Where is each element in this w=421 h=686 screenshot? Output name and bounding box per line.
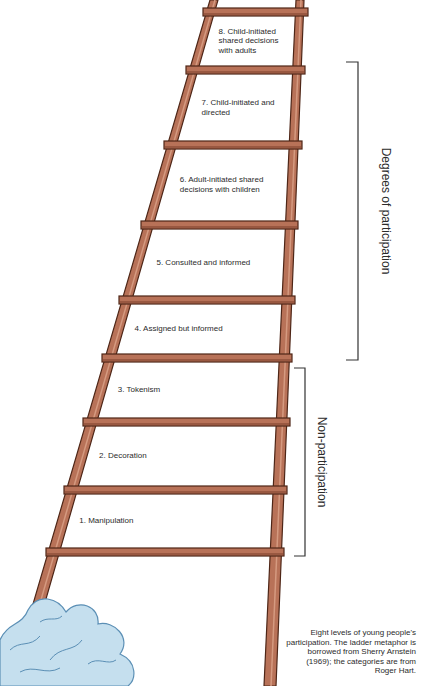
rung (141, 221, 298, 229)
bracket-label: Degrees of participation (380, 148, 392, 275)
ladder-rungs (46, 8, 308, 556)
left-rail (9, 0, 218, 686)
level-label: 4. Assigned but informed (135, 324, 276, 334)
rung (102, 354, 292, 362)
rung-shadow (142, 227, 297, 228)
rung-shadow (120, 302, 294, 303)
bush-shape (0, 599, 134, 686)
level-label: 7. Child-initiated and directed (202, 98, 285, 117)
level-label: 6. Adult-initiated shared decisions with… (180, 175, 282, 194)
level-label: 8. Child-initiated shared decisions with… (219, 27, 289, 56)
level-label: 3. Tokenism (118, 385, 273, 395)
brackets (294, 62, 358, 556)
level-label: 2. Decoration (99, 451, 270, 461)
rung (186, 66, 305, 74)
rung (83, 418, 290, 426)
rung (46, 548, 284, 556)
non-participation-bracket (294, 368, 305, 556)
ladder-rails (9, 0, 304, 686)
rung-shadow (47, 554, 283, 555)
rung-shadow (84, 424, 289, 425)
rung-shadow (65, 492, 286, 493)
bracket-label: Non-participation (316, 417, 328, 508)
level-label: 1. Manipulation (79, 516, 267, 526)
bush-scribble (10, 616, 116, 672)
rung-shadow (165, 147, 301, 148)
bush (0, 599, 134, 686)
rung (119, 296, 295, 304)
rail-highlight (16, 0, 215, 686)
rung (64, 486, 287, 494)
rung-shadow (204, 14, 307, 15)
rung (203, 8, 308, 16)
rail-highlight (271, 0, 301, 686)
rung (164, 141, 302, 149)
rung-shading (47, 14, 307, 554)
rung-shadow (187, 72, 304, 73)
figure-caption: Eight levels of young people's participa… (284, 628, 416, 676)
participation-bracket (346, 62, 358, 360)
rung-shadow (103, 360, 291, 361)
level-label: 5. Consulted and informed (156, 258, 278, 268)
